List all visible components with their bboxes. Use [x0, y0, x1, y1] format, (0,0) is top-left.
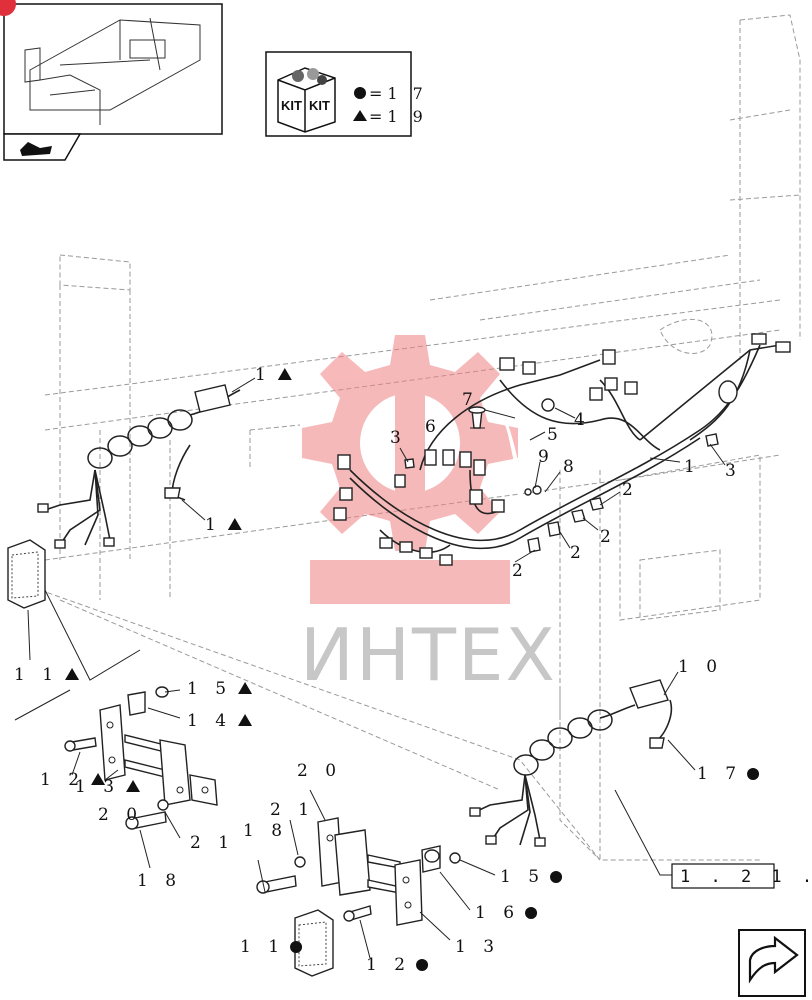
callout-c21a: 2 1 — [270, 800, 315, 820]
left-harness[interactable] — [37, 384, 241, 549]
leader-lines — [14, 377, 726, 959]
callout-c17: 1 7 — [697, 764, 742, 784]
callout-c12a: 1 2 — [40, 770, 85, 790]
callout-c21b: 2 1 — [190, 833, 235, 853]
thumbnail-badge — [0, 0, 16, 16]
kit-box-icon: KIT KIT — [277, 67, 336, 133]
triangle-marker-icon — [277, 368, 292, 380]
triangle-marker-icon — [227, 518, 242, 530]
kit-legend: KIT KIT =1 7 =1 9 — [265, 51, 428, 137]
kit-label-left: KIT — [281, 98, 302, 113]
callout-c10: 1 0 — [678, 657, 723, 677]
callout-c4: 4 — [574, 410, 591, 430]
callout-c2a: 2 — [622, 480, 639, 500]
callout-c7: 7 — [462, 390, 479, 410]
reference-link[interactable]: 1 . 2 1 . 5 / — [671, 863, 812, 889]
triangle-marker-icon — [91, 773, 106, 785]
right-lamp[interactable] — [294, 909, 334, 977]
watermark-gear — [302, 335, 518, 604]
callout-c15a: 1 5 — [187, 679, 232, 699]
callout-c13b: 1 3 — [455, 937, 500, 957]
triangle-marker-icon — [65, 668, 80, 680]
callout-c9: 9 — [538, 447, 555, 467]
legend-triangle-text: =1 9 — [369, 107, 428, 126]
next-page-button[interactable] — [738, 929, 806, 997]
triangle-marker-icon — [126, 780, 141, 792]
callout-c2c: 2 — [570, 543, 587, 563]
callout-c20b: 2 0 — [98, 805, 143, 825]
triangle-marker-icon — [238, 714, 253, 726]
callout-c2d: 2 — [512, 561, 529, 581]
callout-c1c: 1 — [684, 457, 701, 477]
right-bracket-assembly[interactable] — [256, 817, 461, 926]
legend-triangle-icon — [353, 110, 367, 121]
nav-arrow-icon — [20, 142, 52, 156]
callout-c14a: 1 4 — [187, 711, 232, 731]
triangle-marker-icon — [238, 682, 253, 694]
callout-c18b: 1 8 — [137, 871, 182, 891]
callout-c5: 5 — [547, 425, 564, 445]
left-bracket-assembly[interactable] — [64, 686, 218, 830]
circle-marker-icon — [747, 768, 760, 780]
callout-c6: 6 — [425, 417, 442, 437]
callout-c1a: 1 — [255, 365, 272, 385]
left-lamp[interactable] — [7, 539, 46, 609]
callout-c2b: 2 — [600, 527, 617, 547]
circle-marker-icon — [290, 941, 303, 953]
chassis-outline — [39, 14, 801, 861]
right-harness[interactable] — [469, 679, 673, 847]
forward-arrow-icon — [748, 935, 799, 984]
circle-marker-icon — [525, 907, 538, 919]
callout-c11a: 1 1 — [14, 665, 59, 685]
callout-c8: 8 — [563, 457, 580, 477]
callout-c3a: 3 — [390, 428, 407, 448]
callout-c15b: 1 5 — [500, 867, 545, 887]
reference-text: 1 . 2 1 . 5 / — [680, 867, 812, 887]
kit-label-right: KIT — [309, 98, 330, 113]
callout-c1b: 1 — [205, 515, 222, 535]
circle-marker-icon — [550, 871, 563, 883]
watermark-text: ИНТЕХ — [300, 613, 557, 697]
circle-marker-icon — [416, 959, 429, 971]
callout-c3b: 3 — [725, 461, 742, 481]
callout-c16: 1 6 — [475, 903, 520, 923]
callout-c18a: 1 8 — [243, 821, 288, 841]
thumbnail-panel[interactable] — [0, 0, 223, 161]
callout-c20a: 2 0 — [297, 761, 342, 781]
legend-circle-text: =1 7 — [369, 84, 428, 103]
legend-circle-icon — [354, 87, 366, 99]
callout-c11b: 1 1 — [240, 937, 285, 957]
callout-c13a: 1 3 — [75, 777, 120, 797]
callout-c12b: 1 2 — [366, 955, 411, 975]
